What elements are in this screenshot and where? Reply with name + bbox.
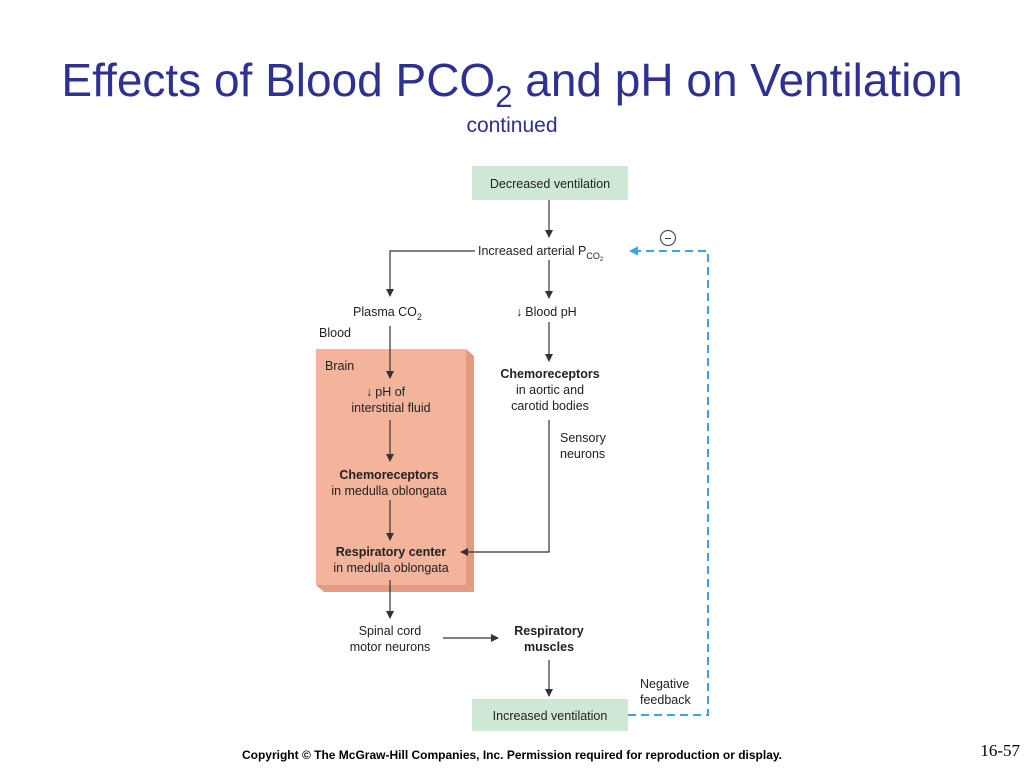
negative-feedback-symbol (659, 229, 677, 247)
chemo-medulla-title: Chemoreceptors (339, 468, 438, 482)
ventilation-flowchart: − Decreased ventilation Increased arteri… (316, 166, 709, 731)
title-part-1: Effects of Blood PCO (61, 54, 496, 106)
spinal-cord-line2: motor neurons (350, 640, 431, 654)
ph-interstitial-line1: ↓pH of (366, 385, 406, 399)
resp-muscles-line1: Respiratory (514, 624, 584, 638)
chemo-peripheral-line2: in aortic and (516, 383, 584, 397)
increased-pco2-label: Increased arterial PCO2 (478, 244, 604, 263)
slide-number: 16-57 (980, 741, 1020, 760)
spinal-cord-line1: Spinal cord (359, 624, 422, 638)
plasma-co2-label: Plasma CO2 (353, 305, 422, 322)
minus-sign: − (664, 232, 671, 246)
decreased-ventilation-label: Decreased ventilation (490, 177, 610, 191)
blood-label: Blood (319, 326, 351, 340)
increased-ventilation-label: Increased ventilation (493, 709, 608, 723)
blood-ph-label: ↓Blood pH (516, 305, 577, 319)
chemo-peripheral-title: Chemoreceptors (500, 367, 599, 381)
decreased-ventilation-box (472, 166, 628, 200)
title-subscript: 2 (495, 79, 513, 114)
sensory-neurons-line2: neurons (560, 447, 605, 461)
chemo-medulla-location: in medulla oblongata (331, 484, 446, 498)
brain-region (316, 349, 466, 585)
resp-center-title: Respiratory center (336, 545, 447, 559)
resp-muscles-line2: muscles (524, 640, 574, 654)
title-part-2: and pH on Ventilation (512, 54, 963, 106)
slide-subtitle: continued (466, 114, 558, 137)
brain-label: Brain (325, 359, 354, 373)
ph-interstitial-line2: interstitial fluid (351, 401, 430, 415)
sensory-neurons-line1: Sensory (560, 431, 607, 445)
copyright-notice: Copyright © The McGraw-Hill Companies, I… (241, 748, 783, 762)
negative-feedback-line2: feedback (640, 693, 691, 707)
chemo-peripheral-line3: carotid bodies (511, 399, 589, 413)
negative-feedback-loop (628, 246, 709, 716)
line-pco2-to-plasma (386, 250, 475, 297)
increased-ventilation-box (472, 699, 628, 731)
resp-center-location: in medulla oblongata (333, 561, 448, 575)
slide-title: Effects of Blood PCO2 and pH on Ventilat… (0, 52, 1024, 112)
line-sensory-to-resp-center (460, 420, 550, 556)
negative-feedback-line1: Negative (640, 677, 689, 691)
